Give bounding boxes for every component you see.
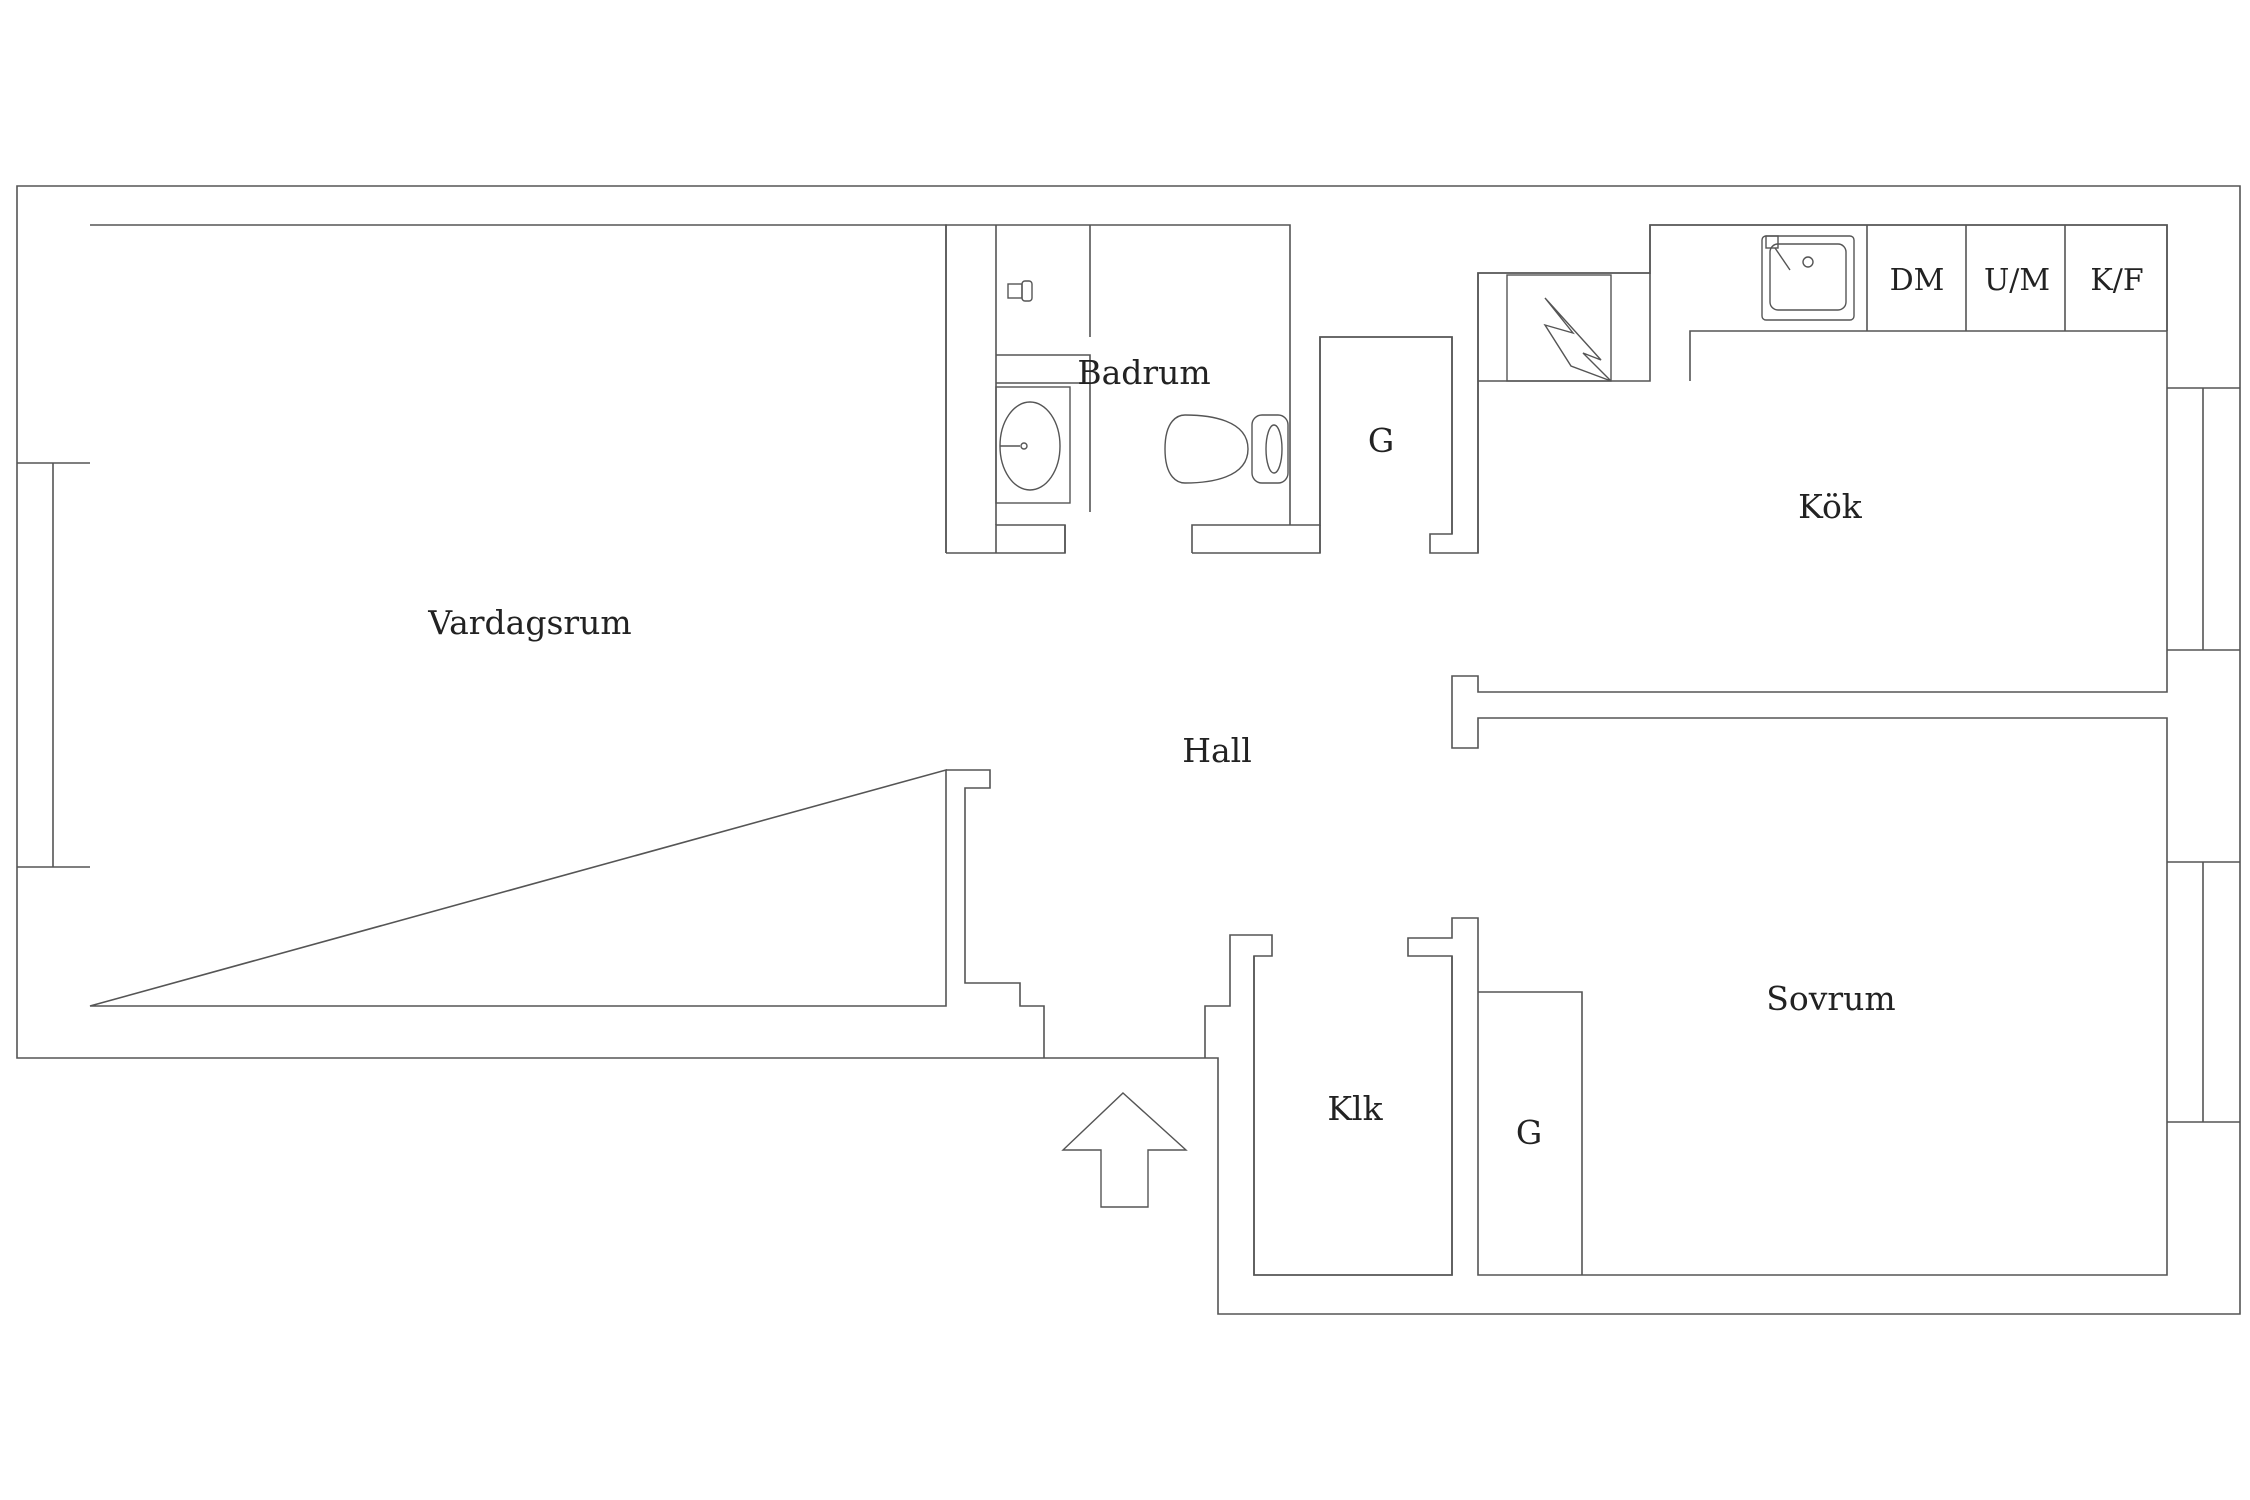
outer-wall	[16, 185, 2241, 1315]
stove-icon	[1506, 274, 1612, 382]
shower-partition	[995, 225, 1091, 525]
hall-left-stub	[946, 769, 1045, 1058]
kitchen-outline	[1204, 224, 2168, 1276]
label-um: U/M	[1984, 263, 2050, 298]
shower-head-icon	[1007, 280, 1033, 302]
label-kf: K/F	[2090, 263, 2143, 298]
closet-klk-outline	[1253, 956, 1453, 1276]
kitchen-counter	[1478, 273, 2167, 382]
label-sovrum: Sovrum	[1766, 979, 1895, 1018]
label-dm: DM	[1890, 263, 1945, 298]
kitchen-sink-icon	[1761, 235, 1855, 321]
closet-hall-outline	[1319, 336, 1453, 553]
label-garderob-sovrum: G	[1516, 1113, 1542, 1152]
window-left	[17, 462, 90, 868]
label-hall: Hall	[1182, 731, 1252, 770]
window-right-top	[2167, 387, 2240, 651]
entrance-arrow-icon	[1061, 1092, 1188, 1208]
label-klk: Klk	[1327, 1089, 1383, 1128]
window-right-bottom	[2167, 861, 2240, 1123]
label-kok: Kök	[1798, 487, 1863, 526]
label-badrum: Badrum	[1077, 353, 1210, 392]
label-garderob-hall: G	[1368, 421, 1394, 460]
appliance-cabinets	[1866, 225, 2066, 331]
closet-bedroom-outline	[1478, 991, 1583, 1275]
toilet-icon	[1164, 414, 1289, 484]
label-vardagsrum: Vardagsrum	[427, 603, 631, 642]
washbasin-icon	[995, 386, 1071, 504]
